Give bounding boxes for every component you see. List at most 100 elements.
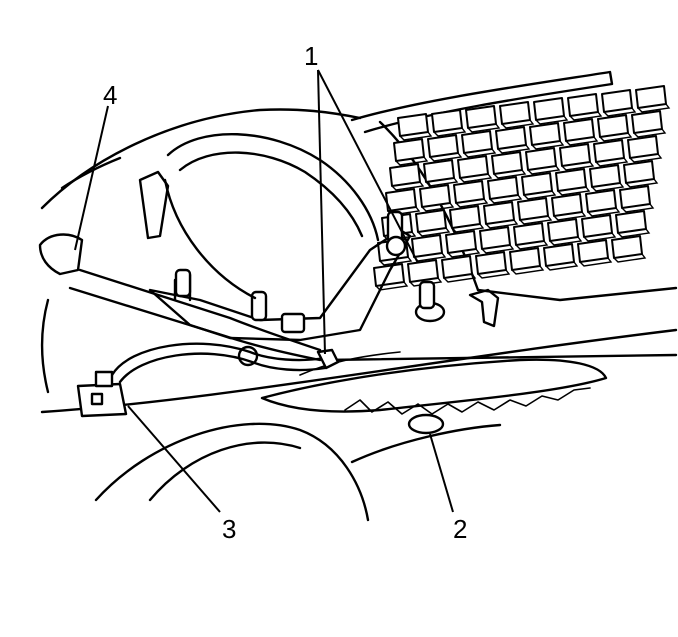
grille-cell-depth — [583, 232, 617, 242]
grille-cell — [597, 114, 629, 138]
grille-cell-depth — [591, 182, 625, 192]
grille-cell-depth — [493, 169, 527, 179]
grille-cell — [445, 230, 477, 254]
grille-cell — [581, 214, 613, 238]
grille-cell — [397, 113, 429, 137]
grille-cell — [465, 105, 497, 129]
grille-cell — [483, 201, 515, 225]
grille-cell-depth — [545, 261, 579, 271]
grille-cell — [461, 130, 493, 154]
release-cable — [38, 233, 322, 362]
grille-cell-depth — [633, 128, 667, 138]
grille-cell — [543, 243, 575, 267]
grille-cell — [475, 251, 507, 275]
grille-cell — [529, 122, 561, 146]
grille-cell-depth — [391, 181, 425, 191]
grille-cell — [407, 259, 439, 283]
grille-cell — [615, 210, 647, 234]
grille-cell-depth — [613, 253, 647, 263]
grille-cell-depth — [565, 136, 599, 146]
grille-cell-depth — [481, 244, 515, 254]
grille-cell — [525, 147, 557, 171]
grille-cell — [419, 184, 451, 208]
grille-cell — [487, 176, 519, 200]
grille-cell — [385, 188, 417, 212]
grille-cell-depth — [561, 161, 595, 171]
grille-cell — [593, 139, 625, 163]
grille-cell-depth — [485, 219, 519, 229]
grille-cell-depth — [433, 127, 467, 137]
grille-cell — [427, 134, 459, 158]
grille-cell-depth — [477, 269, 511, 279]
grille-cell — [513, 222, 545, 246]
grille-cell — [517, 197, 549, 221]
grille-cell-depth — [395, 156, 429, 166]
grille-cell-depth — [523, 190, 557, 200]
grille-cell — [431, 109, 463, 133]
grille-cell-depth — [421, 202, 455, 212]
grille-cell — [441, 255, 473, 279]
grille-cell — [457, 155, 489, 179]
grille-cell-depth — [429, 152, 463, 162]
grille-cell-depth — [467, 123, 501, 133]
grille-cell — [499, 101, 531, 125]
grille-cell-depth — [595, 157, 629, 167]
grille-cell-depth — [603, 107, 637, 117]
grille-cell-depth — [579, 257, 613, 267]
grille-cell — [551, 193, 583, 217]
grille-cell-depth — [549, 236, 583, 246]
grille-cell — [635, 85, 667, 109]
grille-cell-depth — [617, 228, 651, 238]
grille-cell-depth — [515, 240, 549, 250]
grille-cell — [555, 168, 587, 192]
grille-cell-depth — [587, 207, 621, 217]
callout-leaders — [74, 69, 454, 513]
grille-cell — [509, 247, 541, 271]
grille-cell-depth — [511, 265, 545, 275]
grille-cell-depth — [459, 173, 493, 183]
callout-1-label: 1 — [304, 41, 318, 71]
grille-cell — [495, 126, 527, 150]
grille-cell — [547, 218, 579, 242]
grille-cell — [567, 93, 599, 117]
grille-cell — [389, 163, 421, 187]
grille-cell — [627, 135, 659, 159]
grille-cell-depth — [629, 153, 663, 163]
grille-cell-depth — [451, 223, 485, 233]
grille-cell — [601, 89, 633, 113]
grille-cell — [559, 143, 591, 167]
hood-prop-rod — [138, 133, 380, 300]
grille-cell-depth — [553, 211, 587, 221]
grille-cell-depth — [599, 132, 633, 142]
grille-cell — [619, 185, 651, 209]
grille-cell-depth — [455, 198, 489, 208]
grille-cell-depth — [557, 186, 591, 196]
grille-cell-depth — [497, 144, 531, 154]
grille-cell-depth — [443, 273, 477, 283]
grille-cell-depth — [569, 111, 603, 121]
grille-cell — [577, 239, 609, 263]
wiring-harness — [110, 342, 678, 384]
grille-cell — [373, 263, 405, 287]
grille-cell — [623, 160, 655, 184]
callout-2-label: 2 — [453, 514, 467, 544]
grille-cell-depth — [417, 227, 451, 237]
grille-cell-depth — [527, 165, 561, 175]
grille-cell-depth — [501, 119, 535, 129]
callout-4-label: 4 — [103, 80, 117, 110]
grille-cell — [563, 118, 595, 142]
grille-cell — [611, 235, 643, 259]
grille-cell — [453, 180, 485, 204]
grille-cell — [631, 110, 663, 134]
front-fascia — [260, 351, 608, 415]
grille-cell-depth — [425, 177, 459, 187]
grille-cell — [521, 172, 553, 196]
grille-cell — [423, 159, 455, 183]
callout-3-label: 3 — [222, 514, 236, 544]
grille-cell — [415, 209, 447, 233]
grille-cells — [373, 85, 671, 291]
grille-cell-depth — [531, 140, 565, 150]
grille-cell — [533, 97, 565, 121]
grille-cell-depth — [625, 178, 659, 188]
